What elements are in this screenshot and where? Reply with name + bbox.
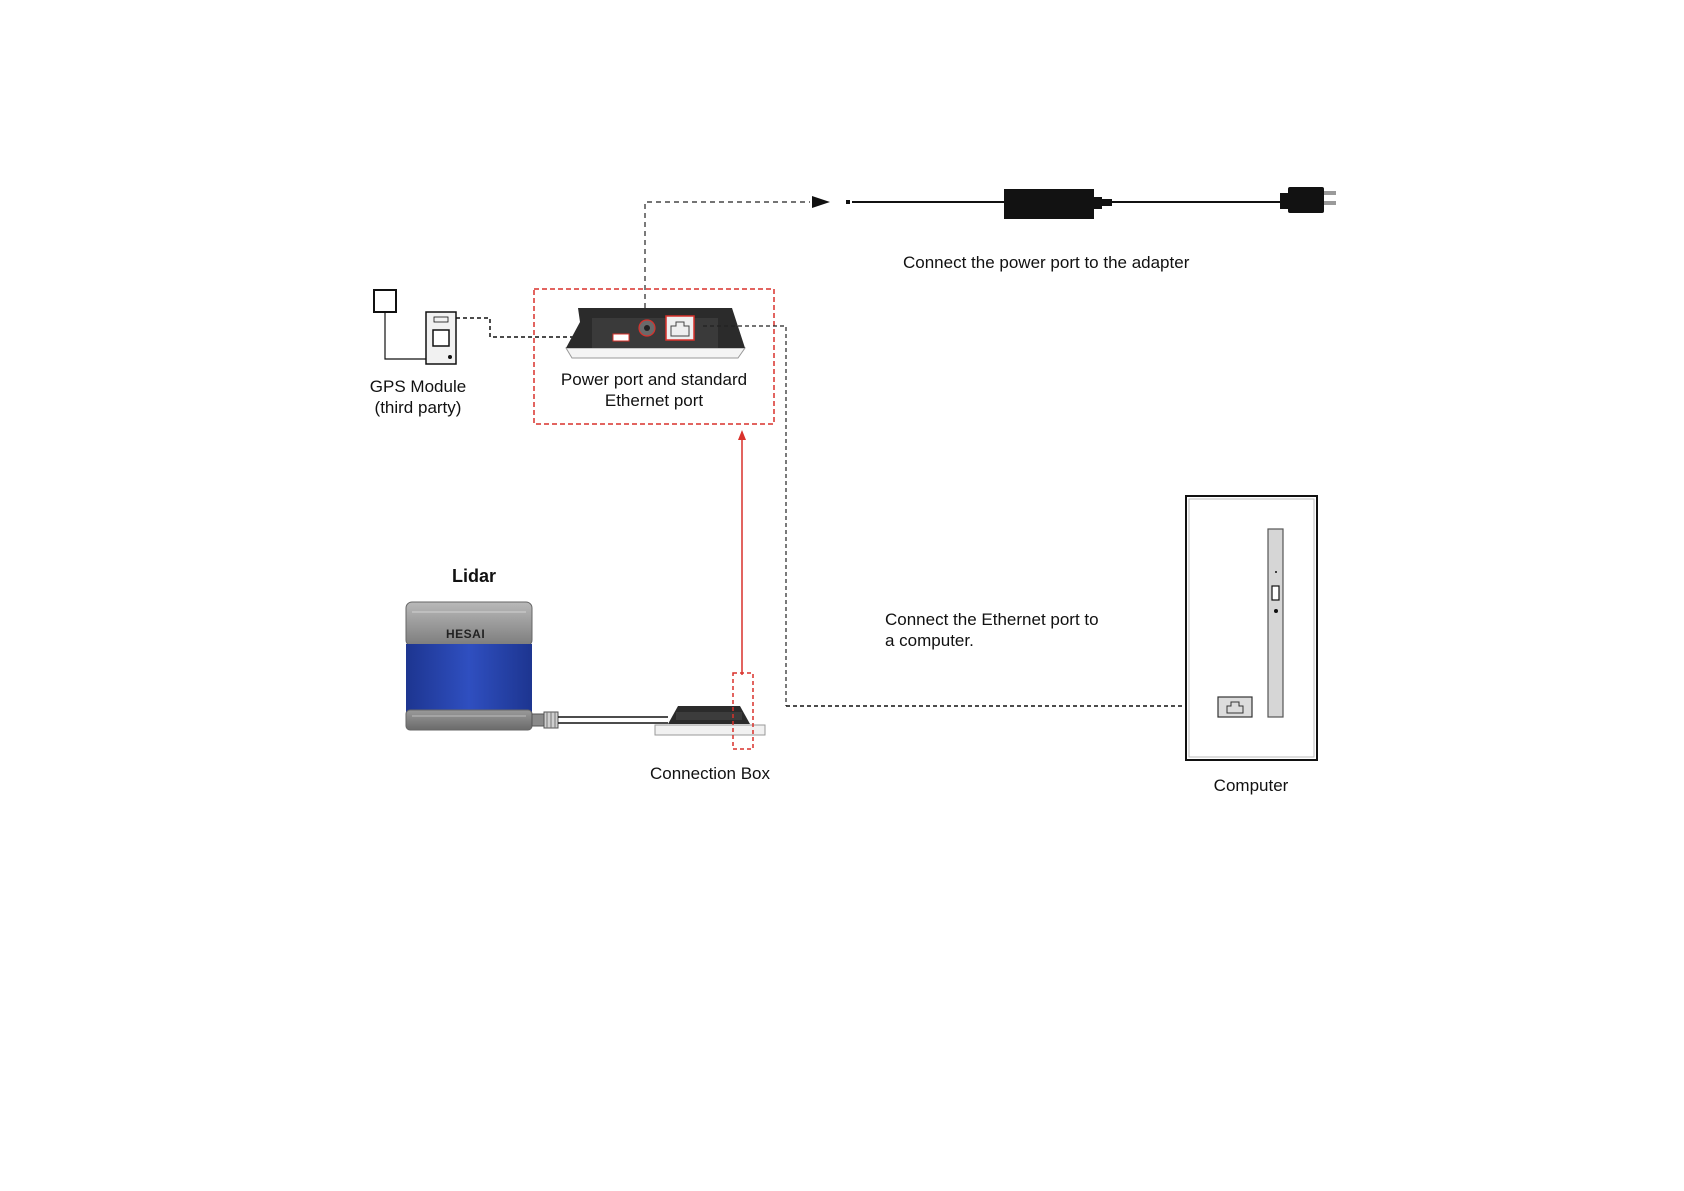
connection-box-label: Connection Box	[630, 763, 790, 784]
ports-panel	[534, 289, 786, 706]
gps-antenna-icon	[374, 290, 396, 312]
computer-label: Computer	[1176, 775, 1326, 796]
ethernet-link	[786, 699, 1212, 713]
power-dashed-route	[645, 202, 810, 308]
computer-ethernet-port-icon	[1218, 697, 1252, 717]
power-adapter-label: Connect the power port to the adapter	[903, 252, 1189, 273]
ethernet-label-line-1: Connect the Ethernet port to	[885, 609, 1099, 630]
computer-drive-bay	[1268, 529, 1283, 717]
gps-label-line-1: GPS Module	[348, 376, 488, 397]
dc-plug-tip	[846, 200, 850, 204]
ethernet-label: Connect the Ethernet port to a computer.	[885, 609, 1099, 651]
lidar-label: Lidar	[452, 566, 496, 587]
gps-module-label: GPS Module (third party)	[348, 376, 488, 418]
adapter-brick	[1004, 189, 1094, 219]
ethernet-label-line-2: a computer.	[885, 630, 1099, 651]
lidar-brand-logo: HESAI	[446, 624, 485, 645]
ports-label: Power port and standard Ethernet port	[534, 369, 774, 411]
ac-plug-icon	[1280, 187, 1336, 213]
power-arrow-icon	[812, 196, 830, 208]
power-adapter	[645, 187, 1336, 308]
ports-label-line-1: Power port and standard	[534, 369, 774, 390]
red-link	[738, 430, 746, 675]
connection-box	[655, 673, 765, 749]
gps-label-line-2: (third party)	[348, 397, 488, 418]
lidar-blue-band	[406, 644, 532, 712]
gps-port	[613, 334, 629, 341]
lidar-device	[406, 602, 668, 730]
ports-label-line-2: Ethernet port	[534, 390, 774, 411]
computer-case	[1186, 496, 1317, 760]
computer	[1186, 496, 1317, 760]
red-arrow-icon	[738, 430, 746, 440]
